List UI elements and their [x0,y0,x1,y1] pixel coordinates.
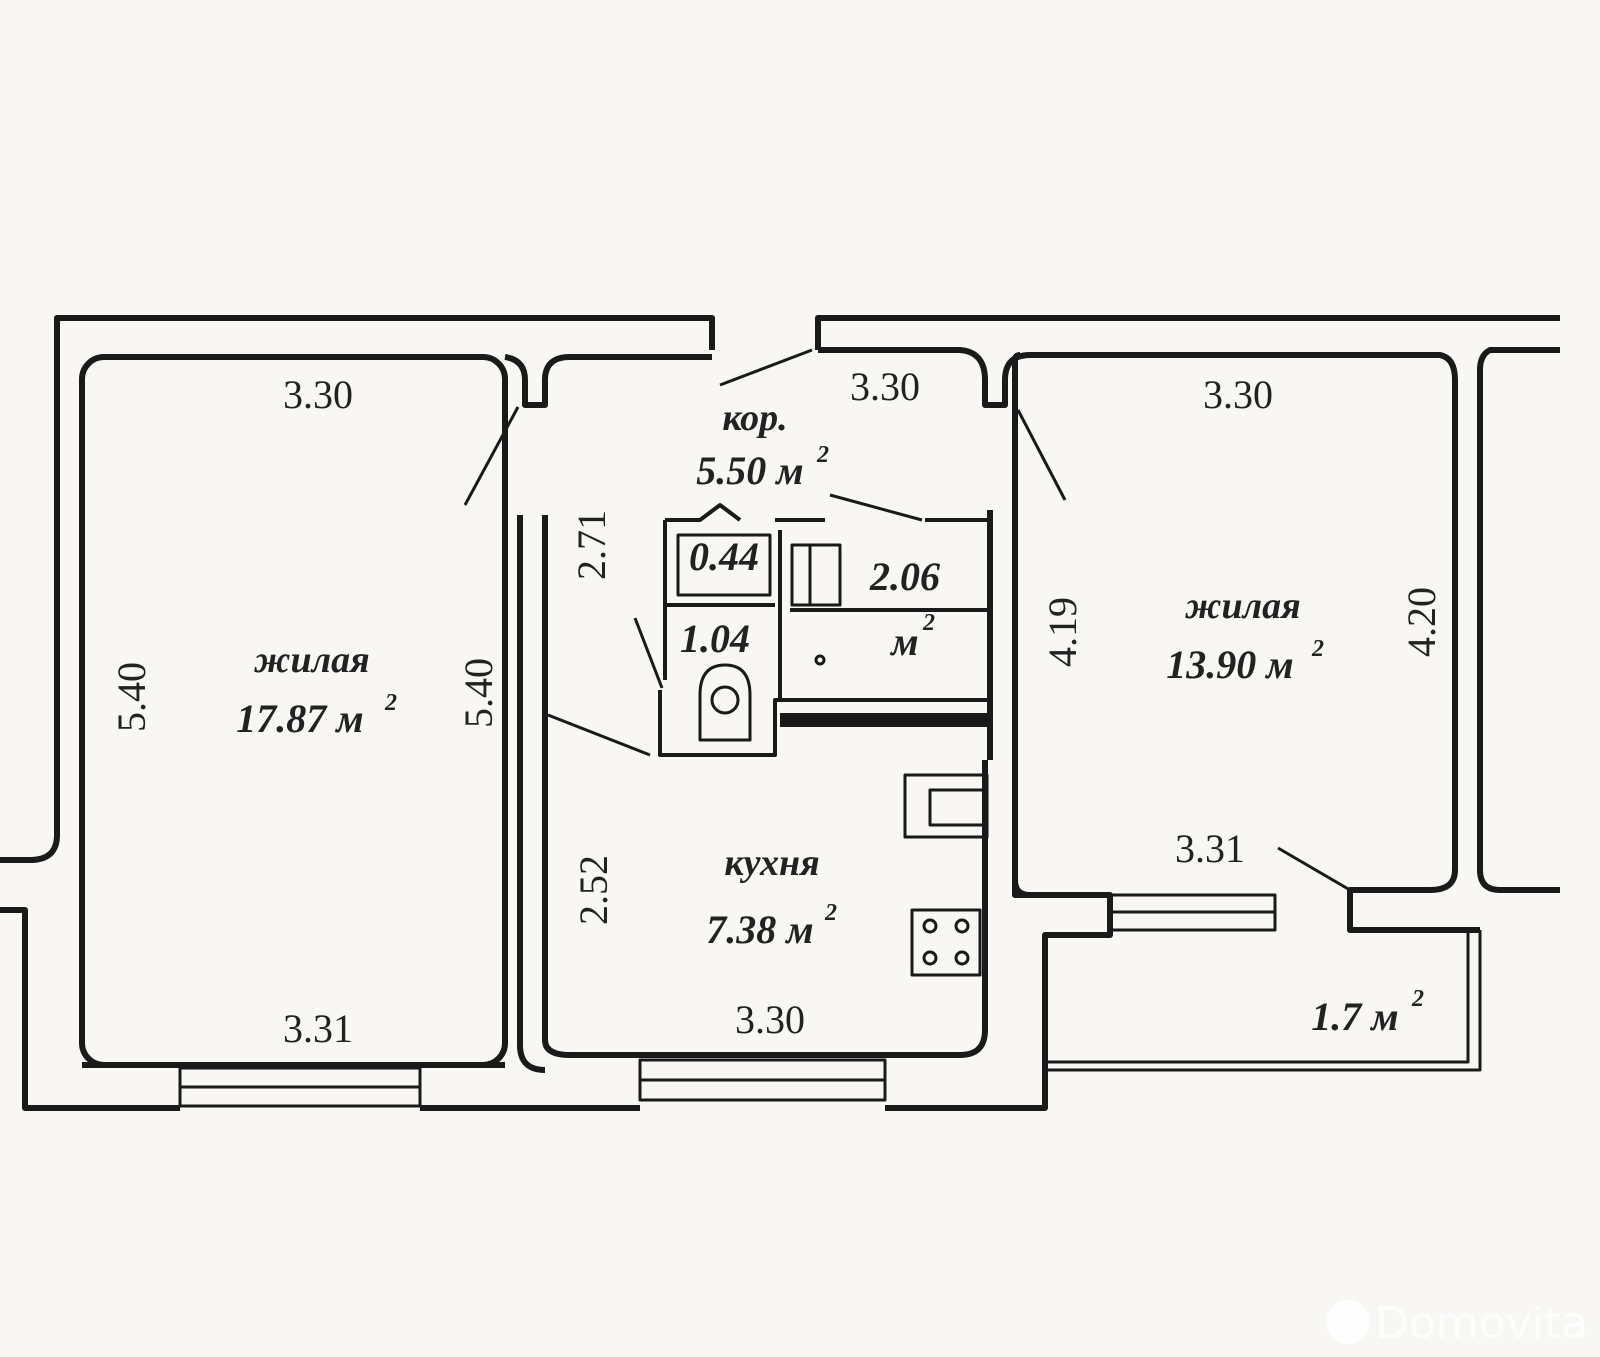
outer-wall-top-right [815,315,1560,893]
dim-right-bottom: 3.31 [1175,826,1245,871]
room-living-left-outline [79,354,508,1068]
dim-right-right: 4.20 [1399,587,1444,657]
dim-kitchen-bottom: 3.30 [735,997,805,1042]
room-area-storage: 0.44 [689,534,759,579]
dim-kitchen-left: 2.52 [571,855,616,925]
room-name-living-right: жилая [1184,585,1300,627]
sink-icon [903,773,989,839]
sup: 2 [1311,636,1324,662]
room-name-kitchen: кухня [724,842,819,884]
sup: 2 [1411,986,1424,1012]
dim-left-right: 5.40 [456,658,501,728]
balcony-outline [1045,930,1482,1072]
watermark-logo-icon [1326,1300,1370,1344]
room-area-kitchen: 7.38 м [706,907,813,952]
dim-corridor-top: 3.30 [850,364,920,409]
room-area-living-left: 17.87 м [236,696,363,741]
wall-corridor-kitchen [517,515,988,1073]
window-left [178,1066,422,1108]
dim-right-top: 3.30 [1203,372,1273,417]
wall-corridor-top-right [818,347,1480,933]
room-area-balcony: 1.7 м [1311,994,1398,1039]
room-area-bathroom-unit: м [889,619,918,664]
door-swings [463,348,1351,892]
wall-right-room-left [987,510,1031,898]
wall-left-room-top-notch [504,354,712,408]
sup: 2 [922,610,935,636]
bath-wall-divider [778,530,990,700]
room-name-corridor: кор. [722,397,787,439]
room-area-living-right: 13.90 м [1166,642,1293,687]
balcony-door [1108,893,1277,932]
room-name-living-left: жилая [253,639,369,681]
bathroom-walls [658,503,990,757]
outer-wall [0,315,1113,1111]
storage-closet [676,533,772,597]
watermark: Domovita [1375,1298,1588,1349]
room-area-toilet: 1.04 [680,616,750,661]
sup: 2 [824,900,837,926]
room-area-bathroom: 2.06 [869,554,940,599]
room-area-corridor: 5.50 м [696,448,803,493]
drain-icon [814,654,826,666]
window-kitchen [638,1058,887,1102]
dim-left-top: 3.30 [283,372,353,417]
bathtub-fixture [790,543,842,607]
sup: 2 [384,690,397,716]
dim-left-bottom: 3.31 [283,1006,353,1051]
sup: 2 [816,442,829,468]
dim-right-left: 4.19 [1040,597,1085,667]
dim-left-left: 5.40 [109,662,154,732]
stove-icon [910,908,982,977]
toilet-icon [698,663,752,742]
dim-corridor-left: 2.71 [569,510,614,580]
